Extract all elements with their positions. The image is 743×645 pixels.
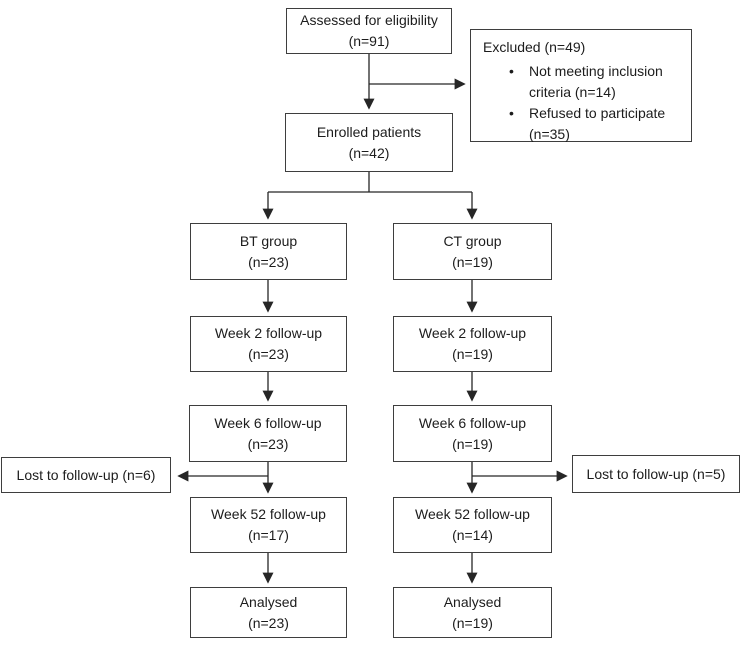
box-label: Week 6 follow-up xyxy=(214,414,322,431)
flow-box-bt-week2-followup: Week 2 follow-up (n=23) xyxy=(190,316,347,372)
box-count: (n=19) xyxy=(452,253,493,270)
excluded-title: Excluded (n=49) xyxy=(483,39,586,55)
box-label: Enrolled patients xyxy=(316,123,422,140)
box-label: Analysed xyxy=(443,593,502,610)
flow-box-bt-week6-followup: Week 6 follow-up (n=23) xyxy=(189,405,347,462)
box-count: (n=23) xyxy=(248,253,289,270)
flow-box-assessed-for-eligibility: Assessed for eligibility (n=91) xyxy=(286,8,452,54)
box-label: BT group xyxy=(239,232,298,249)
flow-box-ct-week6-followup: Week 6 follow-up (n=19) xyxy=(393,405,552,462)
flow-box-bt-analysed: Analysed (n=23) xyxy=(190,587,347,638)
box-label: CT group xyxy=(443,232,502,249)
box-count: (n=23) xyxy=(247,435,289,452)
flow-box-bt-week52-followup: Week 52 follow-up (n=17) xyxy=(190,497,347,553)
box-label: Assessed for eligibility xyxy=(300,12,438,28)
box-count: (n=17) xyxy=(248,527,289,543)
box-count: (n=19) xyxy=(452,614,493,631)
excluded-reasons-list: Not meeting inclusion criteria (n=14) Re… xyxy=(483,61,683,145)
flow-box-ct-group: CT group (n=19) xyxy=(393,223,552,280)
flow-box-lost-to-followup-right: Lost to follow-up (n=5) xyxy=(572,455,740,493)
box-count: (n=23) xyxy=(248,346,289,362)
flow-box-ct-analysed: Analysed (n=19) xyxy=(393,587,552,638)
box-label: Lost to follow-up (n=5) xyxy=(586,465,726,482)
flow-box-ct-week52-followup: Week 52 follow-up (n=14) xyxy=(393,497,552,553)
excluded-reason-inclusion-criteria: Not meeting inclusion criteria (n=14) xyxy=(483,61,683,103)
box-count: (n=23) xyxy=(248,614,289,631)
flow-box-lost-to-followup-left: Lost to follow-up (n=6) xyxy=(1,457,171,493)
box-label: Week 52 follow-up xyxy=(415,506,530,522)
excluded-reason-refused: Refused to participate (n=35) xyxy=(483,103,683,145)
box-label: Week 2 follow-up xyxy=(214,325,323,341)
box-label: Week 2 follow-up xyxy=(418,325,527,341)
box-label: Analysed xyxy=(239,593,298,610)
box-count: (n=91) xyxy=(348,33,390,49)
box-label: Week 52 follow-up xyxy=(211,506,326,522)
box-count: (n=19) xyxy=(452,435,493,452)
flow-box-enrolled-patients: Enrolled patients (n=42) xyxy=(285,113,453,172)
flow-box-excluded: Excluded (n=49) Not meeting inclusion cr… xyxy=(470,29,692,142)
box-label: Week 6 follow-up xyxy=(418,414,527,431)
box-count: (n=19) xyxy=(452,346,493,362)
flow-box-bt-group: BT group (n=23) xyxy=(190,223,347,280)
box-count: (n=14) xyxy=(452,527,493,543)
box-count: (n=42) xyxy=(348,144,390,161)
flow-box-ct-week2-followup: Week 2 follow-up (n=19) xyxy=(393,316,552,372)
box-label: Lost to follow-up (n=6) xyxy=(16,466,156,483)
